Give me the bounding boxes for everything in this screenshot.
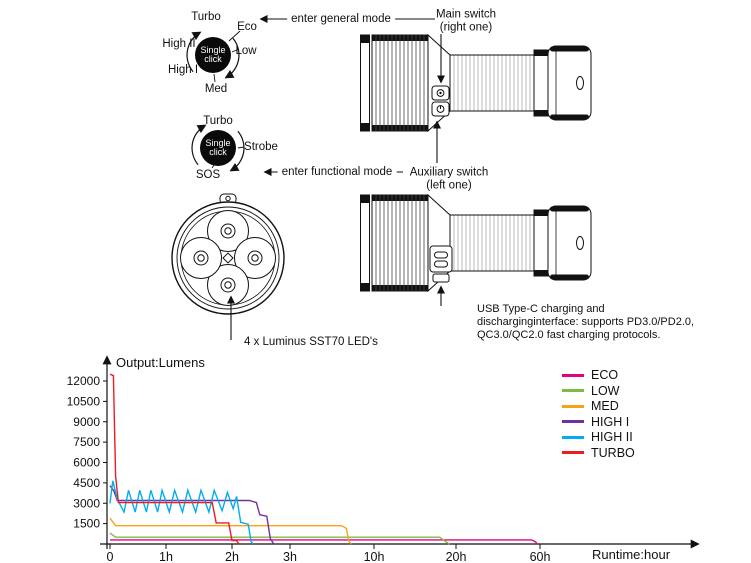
chart-axes <box>100 355 700 549</box>
x-tick-label: 60h <box>530 550 551 563</box>
single-click-button-functional: Single click <box>200 130 236 166</box>
legend-swatch-low <box>562 389 584 392</box>
y-tick-label: 12000 <box>67 374 101 388</box>
legend-item-low: LOW <box>562 383 635 398</box>
usb-note-line3: QC3.0/QC2.0 fast charging protocols. <box>477 329 661 341</box>
legend-item-eco: ECO <box>562 368 635 382</box>
x-tick-label: 2h <box>225 550 239 563</box>
flashlight-side-view-1 <box>360 34 592 132</box>
x-axis-title: Runtime:hour <box>592 547 671 562</box>
usb-port <box>429 245 453 283</box>
series-high-i <box>109 485 275 545</box>
enter-general-mode-label: enter general mode <box>287 13 395 25</box>
y-tick-label: 1500 <box>73 517 100 531</box>
legend-item-turbo: TURBO <box>562 445 635 460</box>
flashlight-front-view <box>171 193 285 315</box>
mode-label-turbo: Turbo <box>191 11 221 23</box>
legend-swatch-high1 <box>562 420 584 423</box>
series-eco <box>110 539 538 545</box>
mode-label-sos: SOS <box>195 169 221 181</box>
legend-label: MED <box>591 399 619 413</box>
series-turbo <box>109 373 240 545</box>
x-tick-label: 0 <box>107 550 114 563</box>
usb-note-line1: USB Type-C charging and <box>477 303 605 315</box>
legend-item-high1: HIGH I <box>562 414 635 429</box>
y-tick-label: 9000 <box>73 415 100 429</box>
legend-swatch-high2 <box>562 435 584 439</box>
y-tick-label: 10500 <box>67 394 101 408</box>
main-aux-switches <box>431 85 450 117</box>
legend-label: ECO <box>591 368 619 382</box>
legend-label: TURBO <box>591 445 635 460</box>
mode-label-strobe: Strobe <box>244 141 278 153</box>
single-click-label: Single click <box>200 44 226 64</box>
auxiliary-switch-label: Auxiliary switch (left one) <box>410 167 489 192</box>
mode-label-high1: High I <box>167 64 199 76</box>
series-med <box>109 517 352 545</box>
chart-legend: ECO LOW MED HIGH I HIGH II TURBO <box>562 368 635 460</box>
aux-switch-line2: (left one) <box>426 179 472 191</box>
main-switch-line2: (right one) <box>439 21 493 33</box>
led-note-label: 4 x Luminus SST70 LED's <box>244 336 378 348</box>
mode-label-low: Low <box>235 45 257 57</box>
series-low <box>109 532 450 545</box>
x-tick-label: 1h <box>159 550 173 563</box>
legend-swatch-eco <box>562 373 584 377</box>
mode-label-turbo-f: Turbo <box>203 115 233 127</box>
aux-switch-line1: Auxiliary switch <box>409 166 489 179</box>
y-tick-label: 3000 <box>73 496 100 510</box>
legend-item-med: MED <box>562 399 635 413</box>
series-high-ii <box>109 480 254 545</box>
y-tick-label: 7500 <box>73 435 100 449</box>
chart-title: Output:Lumens <box>116 355 205 370</box>
mode-label-high2: High II <box>162 38 196 50</box>
x-tick-label: 3h <box>283 550 297 563</box>
legend-swatch-med <box>562 404 584 408</box>
x-tick-label: 20h <box>446 550 467 563</box>
x-tick-label: 10h <box>364 550 385 563</box>
legend-label: HIGH I <box>591 414 630 429</box>
usb-note-line2: discharginginterface: supports PD3.0/PD2… <box>477 316 695 328</box>
single-click-label: Single click <box>205 137 231 157</box>
mode-label-med: Med <box>204 83 228 95</box>
usb-note-label: USB Type-C charging and discharginginter… <box>477 303 694 342</box>
flashlight-side-view-2 <box>360 194 592 292</box>
mode-label-eco: Eco <box>237 21 257 33</box>
legend-swatch-turbo <box>562 451 584 454</box>
main-switch-line1: Main switch <box>435 8 497 21</box>
led-emitters <box>193 223 263 293</box>
single-click-button-general: Single click <box>195 37 231 73</box>
label-connectors <box>211 30 245 169</box>
legend-label: LOW <box>591 383 620 398</box>
y-tick-label: 6000 <box>73 456 100 470</box>
dial-cycle-arrows <box>186 31 245 172</box>
y-tick-label: 4500 <box>73 476 100 490</box>
legend-label: HIGH II <box>591 430 633 444</box>
main-switch-label: Main switch (right one) <box>436 9 496 34</box>
enter-functional-mode-label: enter functional mode <box>277 166 397 178</box>
legend-item-high2: HIGH II <box>562 430 635 444</box>
chart-plot-area: 0 1h 2h 3h 10h 20h 60h 1500 3000 4500 6000 7500 9000… <box>67 373 551 563</box>
